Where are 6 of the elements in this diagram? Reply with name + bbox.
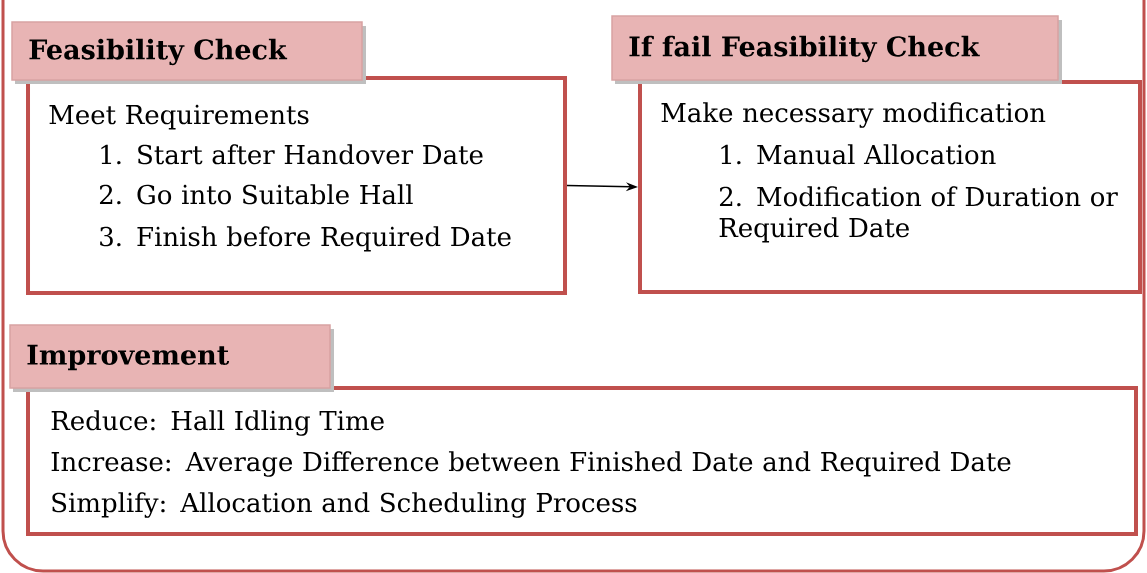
node-label: Feasibility Check	[29, 38, 288, 66]
text-box: Feasibility Check Meet Requirements 1. Start after Handover Date 2. Go into Suitable Hall 3. Finish before Required Date	[11, 21, 567, 295]
text-box: If fail Feasibility Check Make necessary modification 1. Manual Allocation 2. Modification of Duration or Required Date	[611, 15, 1142, 294]
text-box: Improvement Reduce: Hall Idling Time Increase: Average Difference between Finished Date and Required Date Simplify: Allocation and Scheduling Process	[9, 324, 1138, 536]
node-label: If fail Feasibility Check	[629, 35, 980, 63]
node-label: Improvement	[27, 344, 230, 371]
